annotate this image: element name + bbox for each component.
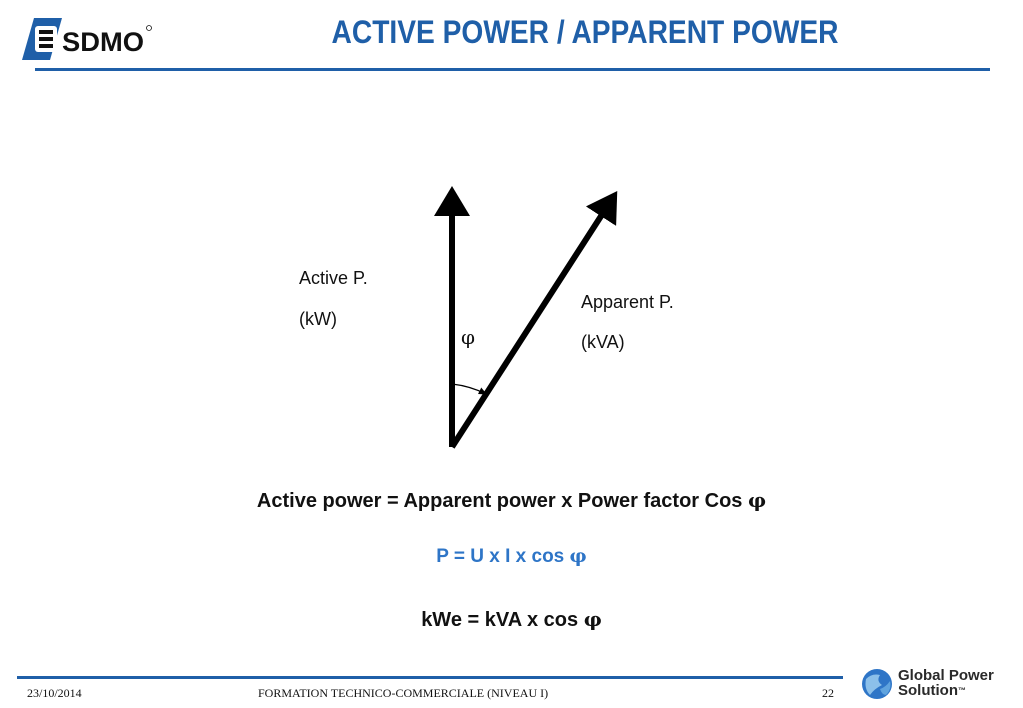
formula-1-phi: φ xyxy=(747,488,767,512)
header-divider xyxy=(35,68,990,71)
formula-kwe: kWe = kVA x cos φ xyxy=(0,607,1023,632)
formula-1-text: Active power = Apparent power x Power fa… xyxy=(256,490,748,512)
apparent-power-label: Apparent P. xyxy=(581,292,674,312)
global-power-solution-brand: Global Power Solution™ xyxy=(898,668,994,698)
trademark-symbol: ™ xyxy=(958,686,966,695)
active-power-unit: (kW) xyxy=(299,309,337,329)
footer-date: 23/10/2014 xyxy=(27,686,82,700)
globe-icon xyxy=(862,669,892,699)
formula-3-text: kWe = kVA x cos xyxy=(421,609,584,631)
footer-course-title: FORMATION TECHNICO-COMMERCIALE (NIVEAU I… xyxy=(258,686,549,700)
brand-line-2-text: Solution xyxy=(898,682,958,699)
phase-angle-arc xyxy=(451,383,488,395)
brand-line-2: Solution™ xyxy=(898,683,994,698)
logo-text: SDMO xyxy=(62,27,144,57)
formula-2-phi: φ xyxy=(569,545,587,567)
active-power-label: Active P. xyxy=(299,268,368,288)
formula-p-uicos: P = U x I x cos φ xyxy=(0,545,1023,568)
slide-title: ACTIVE POWER / APPARENT POWER xyxy=(331,14,839,50)
apparent-power-vector xyxy=(449,190,618,449)
formula-3-phi: φ xyxy=(583,607,602,631)
sdmo-logo: SDMO xyxy=(22,18,152,60)
apparent-power-unit: (kVA) xyxy=(581,332,625,352)
formula-2-text: P = U x I x cos xyxy=(436,546,570,567)
footer-divider xyxy=(17,676,843,679)
brand-line-1: Global Power xyxy=(898,667,994,684)
page-number: 22 xyxy=(822,686,834,700)
phase-angle-symbol: φ xyxy=(461,325,476,349)
formula-active-power: Active power = Apparent power x Power fa… xyxy=(0,488,1023,513)
